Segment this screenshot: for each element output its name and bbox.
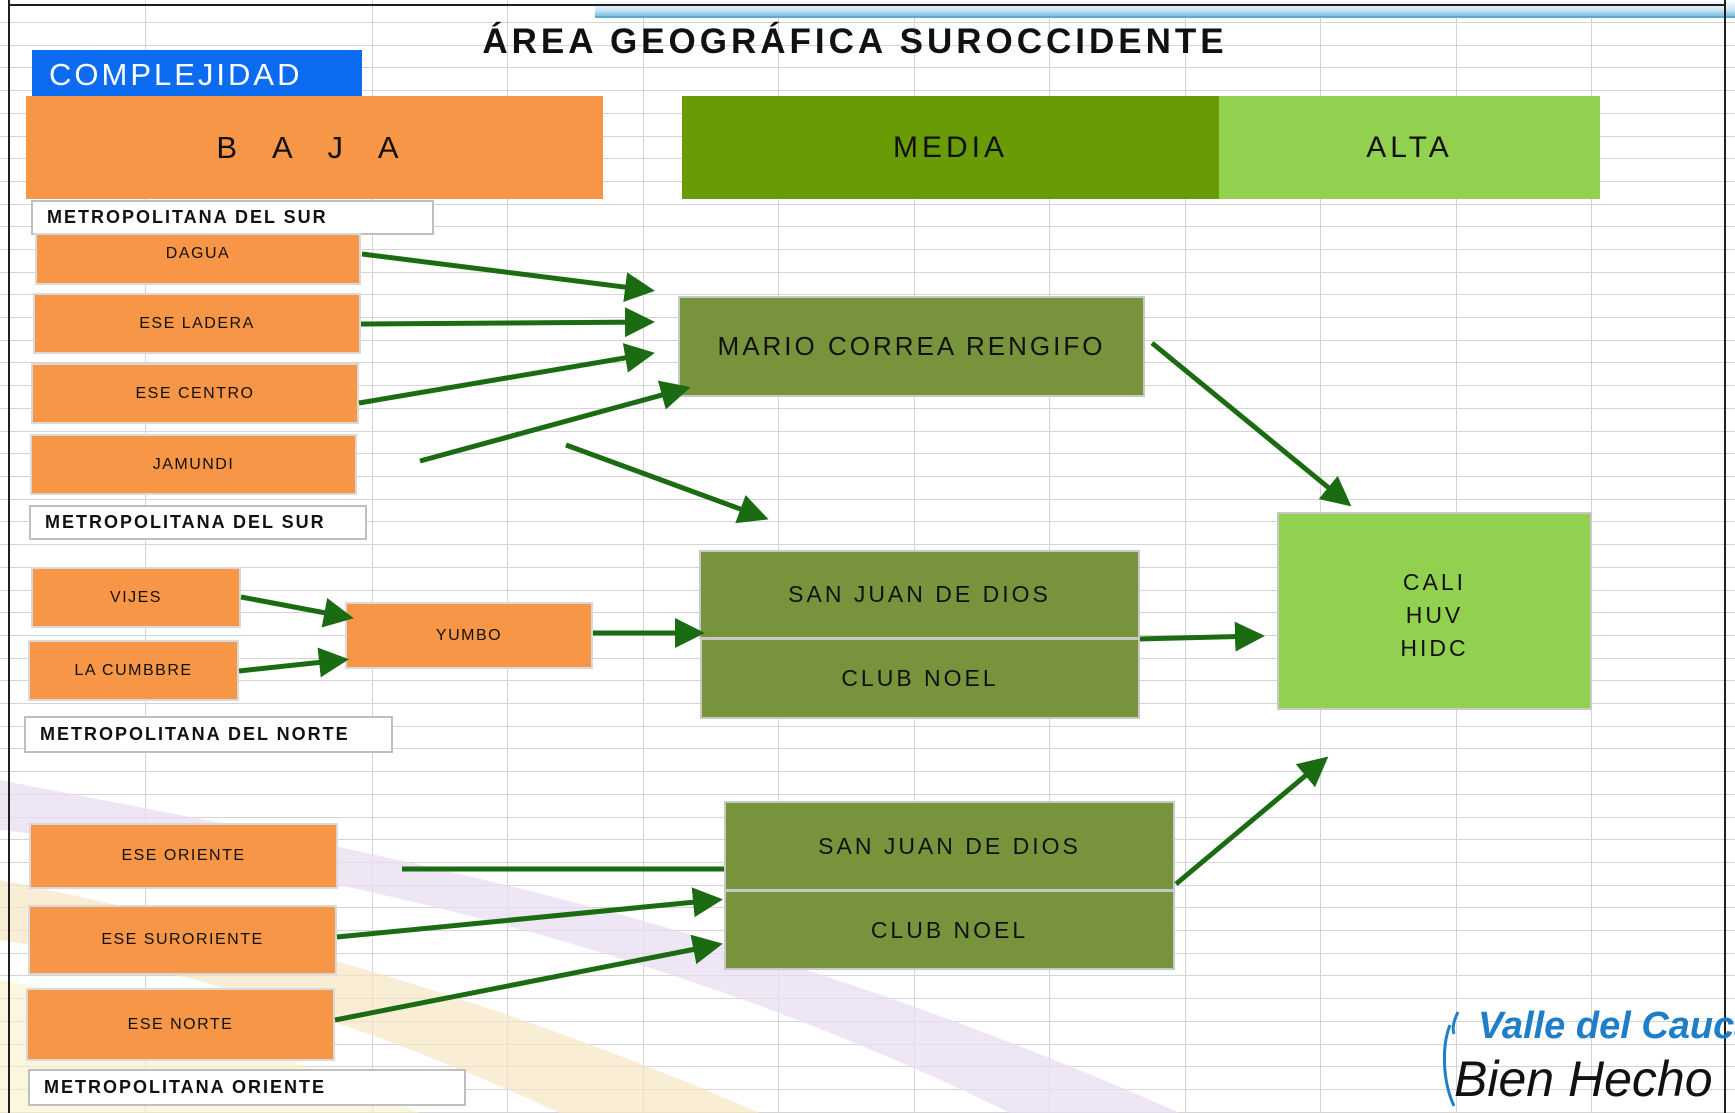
grid-column-line xyxy=(372,0,373,1113)
grid-row-line xyxy=(0,476,1735,477)
grid-row-line xyxy=(0,771,1735,772)
grid-row-line xyxy=(0,975,1735,976)
grid-row-line xyxy=(0,431,1735,432)
region-label-oriente: METROPOLITANA ORIENTE xyxy=(28,1069,466,1106)
node-jamundi: JAMUNDI xyxy=(30,434,357,495)
arrow-mario-correa-to-cali xyxy=(1150,341,1352,507)
grid-row-line xyxy=(0,272,1735,273)
grid-row-line xyxy=(0,90,1735,91)
node-mario-correa-rengifo: MARIO CORREA RENGIFO xyxy=(678,296,1145,397)
complejidad-label: COMPLEJIDAD xyxy=(32,50,362,96)
region-label-norte: METROPOLITANA DEL NORTE xyxy=(24,716,393,753)
arrow-jamundi-to-mario-correa xyxy=(419,380,691,464)
grid-row-line xyxy=(0,521,1735,522)
grid-row-line xyxy=(0,22,1735,23)
level-baja: B A J A xyxy=(26,96,603,199)
frame-top-border xyxy=(8,4,1726,6)
arrow-vijes-to-yumbo xyxy=(240,594,354,628)
grid-row-line xyxy=(0,499,1735,500)
arrow-jamundi-to-san-juan xyxy=(565,442,769,524)
arrow-san-juan-to-cali xyxy=(1139,621,1265,652)
grid-row-line xyxy=(0,67,1735,68)
grid-row-line xyxy=(0,294,1735,295)
grid-row-line xyxy=(0,748,1735,749)
node-cali-huv-hidc: CALI HUV HIDC xyxy=(1277,512,1592,710)
arrow-ese-norte-to-club-noel xyxy=(334,934,723,1023)
arrow-dagua-to-mario-correa xyxy=(361,251,655,303)
grid-row-line xyxy=(0,204,1735,205)
grid-row-line xyxy=(0,249,1735,250)
node-vijes: VIJES xyxy=(31,567,241,628)
level-alta: ALTA xyxy=(1219,96,1600,199)
node-club-noel-1: CLUB NOEL xyxy=(700,638,1140,719)
frame-right-border xyxy=(1724,0,1726,1113)
node-ese-ladera: ESE LADERA xyxy=(33,293,361,354)
region-label-sur-2: METROPOLITANA DEL SUR xyxy=(29,505,367,540)
level-media: MEDIA xyxy=(682,96,1219,199)
grid-row-line xyxy=(0,226,1735,227)
logo-line-1: Valle del Cauca xyxy=(1478,1005,1735,1047)
node-ese-norte: ESE NORTE xyxy=(26,988,335,1061)
node-yumbo: YUMBO xyxy=(345,602,593,669)
node-ese-centro: ESE CENTRO xyxy=(31,363,359,424)
grid-row-line xyxy=(0,726,1735,727)
node-dagua: DAGUA xyxy=(35,233,361,285)
grid-row-line xyxy=(0,544,1735,545)
node-la-cumbbre: LA CUMBBRE xyxy=(28,640,239,701)
arrow-ese-centro-to-mario-correa xyxy=(358,343,655,406)
valle-del-cauca-logo: Valle del Cauca Bien Hecho xyxy=(1442,1005,1735,1107)
node-ese-oriente: ESE ORIENTE xyxy=(29,823,338,889)
grid-column-line xyxy=(145,0,146,1113)
grid-row-line xyxy=(0,45,1735,46)
grid-row-line xyxy=(0,408,1735,409)
node-club-noel-2: CLUB NOEL xyxy=(724,890,1175,970)
frame-left-border xyxy=(8,0,10,1113)
arrow-la-cumbbre-to-yumbo xyxy=(238,647,349,678)
grid-row-line xyxy=(0,794,1735,795)
node-ese-suroriente: ESE SURORIENTE xyxy=(28,905,337,975)
diagram-title: ÁREA GEOGRÁFICA SUROCCIDENTE xyxy=(482,22,1228,61)
arrow-ese-suroriente-to-club-noel xyxy=(336,887,723,940)
grid-row-line xyxy=(0,1089,1735,1090)
grid-column-line xyxy=(643,0,644,1113)
arrow-ese-ladera-to-mario-correa xyxy=(360,307,655,338)
grid-row-line xyxy=(0,453,1735,454)
arrow-san-juan-2-to-cali xyxy=(1174,756,1329,886)
region-label-sur-1: METROPOLITANA DEL SUR xyxy=(31,200,434,235)
grid-column-line xyxy=(507,0,508,1113)
logo-line-2: Bien Hecho xyxy=(1454,1051,1713,1107)
grid-row-line xyxy=(0,1066,1735,1067)
grid-column-line xyxy=(1185,0,1186,1113)
